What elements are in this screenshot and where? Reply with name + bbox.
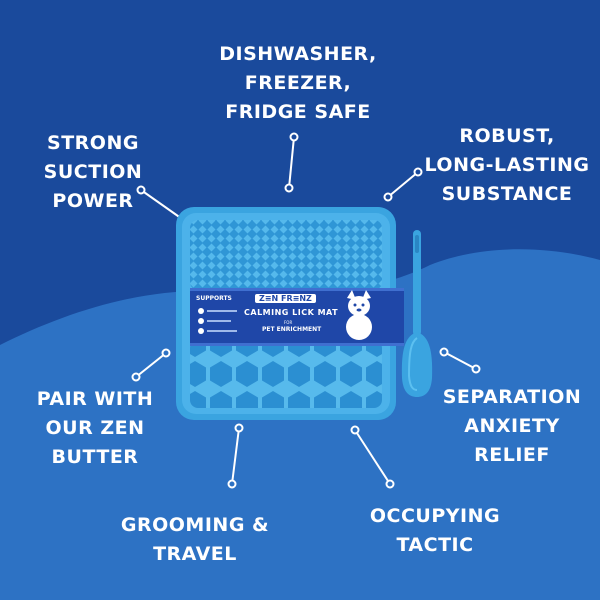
connector-dot (136, 185, 146, 195)
support-dot-icon (198, 308, 204, 314)
connector-dishwasher (288, 136, 295, 189)
banner-title: CALMING LICK MAT (244, 308, 339, 317)
banner-subtitle: PET ENRICHMENT (262, 326, 322, 333)
support-dot-icon (198, 318, 204, 324)
connector-dot (383, 192, 393, 202)
feature-occupying-tactic: OCCUPYING TACTIC (369, 505, 501, 556)
connector-pair (135, 352, 167, 378)
connector-robust (387, 171, 419, 198)
connector-dot (350, 425, 360, 435)
feature-pair-zen-butter: PAIR WITH OUR ZEN BUTTER (36, 388, 154, 468)
banner-for: FOR (284, 320, 293, 325)
connector-dot (289, 132, 299, 142)
banner-brand: Z≡N FR≡NZ (255, 294, 316, 303)
spatula-icon (401, 230, 433, 397)
feature-separation-anxiety: SEPARATION ANXIETY RELIEF (442, 386, 582, 466)
dog-logo-icon (346, 290, 372, 340)
connector-dot (131, 372, 141, 382)
connector-dot (161, 348, 171, 358)
connector-dot (439, 347, 449, 357)
connector-dot (413, 167, 423, 177)
feature-grooming-travel: GROOMING & TRAVEL (120, 514, 270, 565)
banner-supports: SUPPORTS (196, 295, 232, 302)
lick-mat-rhombus-texture (190, 220, 382, 290)
connector-dot (385, 479, 395, 489)
background-wave (0, 249, 600, 600)
connector-separation (443, 351, 477, 370)
connector-dot (227, 479, 237, 489)
support-dot-icon (198, 328, 204, 334)
connector-suction (140, 189, 186, 222)
connector-dot (284, 183, 294, 193)
feature-suction-power: STRONG SUCTION POWER (43, 132, 143, 212)
feature-dishwasher-safe: DISHWASHER, FREEZER, FRIDGE SAFE (219, 43, 377, 123)
connector-grooming (231, 427, 240, 485)
feature-robust-substance: ROBUST, LONG-LASTING SUBSTANCE (424, 125, 590, 205)
lick-mat-honeycomb-texture (190, 340, 382, 408)
connector-occupying (354, 429, 391, 485)
connector-dot (471, 364, 481, 374)
connector-dot (234, 423, 244, 433)
